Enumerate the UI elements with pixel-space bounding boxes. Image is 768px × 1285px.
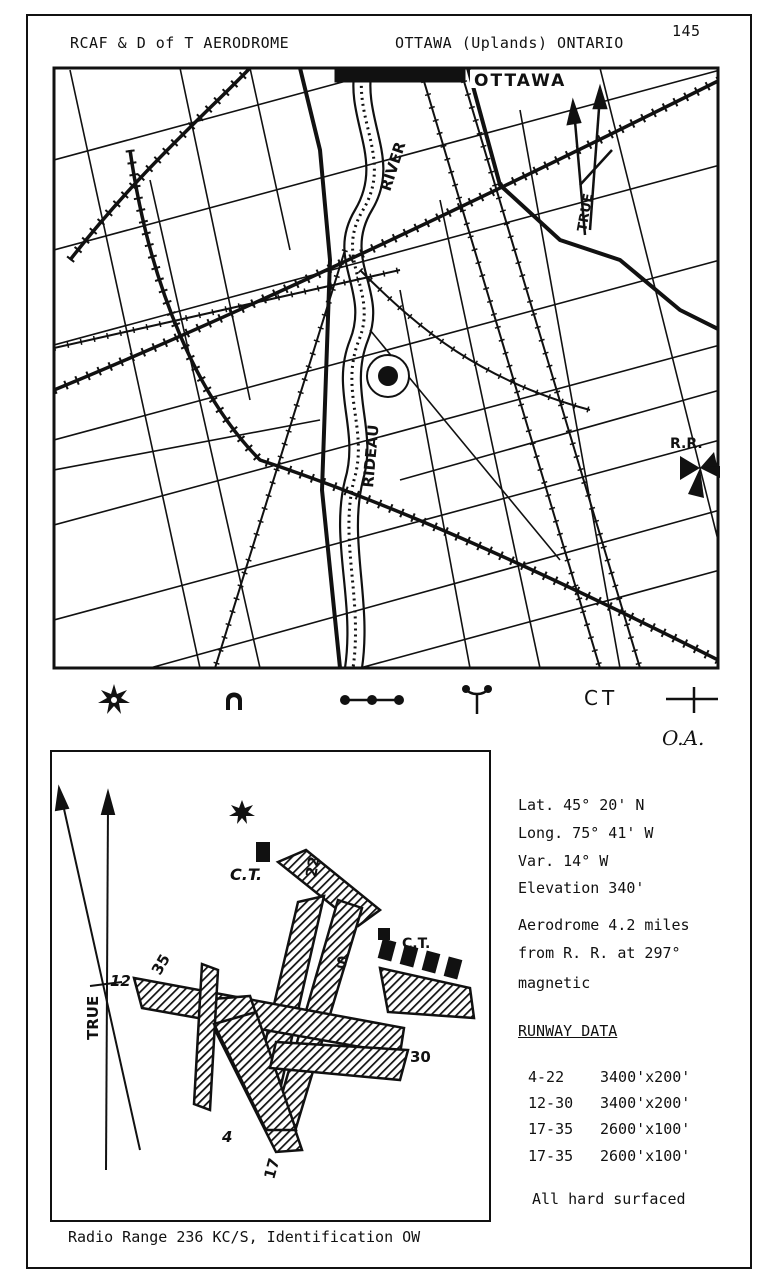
runway-size: 2600'x100' xyxy=(600,1147,691,1165)
city-label-ottawa: OTTAWA xyxy=(474,71,566,91)
runway-22-end[interactable] xyxy=(275,848,383,928)
runway-17-35-b[interactable] xyxy=(192,962,220,1112)
diagram-north-arrows xyxy=(54,784,141,1171)
runway-label-17: 17 xyxy=(260,1156,283,1181)
airfield-diagram-frame xyxy=(50,750,491,1222)
city-label-bg xyxy=(470,70,588,88)
aerodrome-dot xyxy=(378,366,398,386)
hangar-icon xyxy=(219,684,249,716)
latitude: Lat. 45° 20' N xyxy=(518,796,645,814)
radio-range-info: Radio Range 236 KC/S, Identification OW xyxy=(68,1228,421,1246)
control-tower-label-2: C.T. xyxy=(402,936,430,952)
beacon-icon xyxy=(94,684,134,716)
cross-marker-icon xyxy=(664,684,720,716)
longitude: Long. 75° 41' W xyxy=(518,824,654,842)
aerodrome-operator-title: RCAF & D of T AERODROME xyxy=(70,34,290,52)
runway-id: 17-35 xyxy=(528,1147,574,1165)
rideau-label: RIDEAU xyxy=(359,424,382,489)
runways[interactable] xyxy=(132,848,476,1154)
runway-id: 12-30 xyxy=(528,1094,574,1112)
diagram-beacon-icon xyxy=(229,800,255,824)
runway-size: 3400'x200' xyxy=(600,1094,691,1112)
radio-range-symbol xyxy=(680,452,720,498)
north-arrow xyxy=(566,83,613,236)
wind-indicator-icon xyxy=(459,684,495,716)
runway-label-35: 35 xyxy=(148,951,174,978)
runway-size: 2600'x100' xyxy=(600,1120,691,1138)
airfield-diagram[interactable]: TRUE C.T. C.T. S 4 22 12 30 17 35 xyxy=(50,750,491,1222)
station-s-label: S xyxy=(336,953,348,972)
diagram-true-label: TRUE xyxy=(84,996,102,1040)
runway-data-title: RUNWAY DATA xyxy=(518,1022,618,1040)
vicinity-map[interactable]: TRUE R.R. OTTAWA RIVER RIDEAU xyxy=(0,0,768,680)
runway-size: 3400'x200' xyxy=(600,1068,691,1086)
runway-label-22: 22 xyxy=(302,855,323,879)
runway-label-12: 12 xyxy=(110,972,131,990)
aerodrome-location-title: OTTAWA (Uplands) ONTARIO xyxy=(395,34,624,52)
magnetic-variation: Var. 14° W xyxy=(518,852,609,870)
apron[interactable] xyxy=(378,966,476,1020)
surface-note: All hard surfaced xyxy=(532,1190,686,1208)
author-initials: O.A. xyxy=(662,726,705,750)
city-boundary xyxy=(298,68,718,668)
radio-range-label: R.R. xyxy=(670,436,703,452)
true-north-label: TRUE xyxy=(575,192,596,232)
city-built-up-area xyxy=(334,68,466,83)
control-tower-label: CT xyxy=(584,686,619,710)
runway-label-4: 4 xyxy=(221,1128,232,1146)
hangars xyxy=(256,842,463,980)
runway-row: 12-30 3400'x200' xyxy=(528,1094,690,1112)
runway-17-35-crossing[interactable] xyxy=(212,1010,298,1132)
rideau-river xyxy=(339,68,385,668)
page-border xyxy=(26,14,752,1269)
runway-id: 4-22 xyxy=(528,1068,565,1086)
runway-id: 17-35 xyxy=(528,1120,574,1138)
distance-line-2: from R. R. at 297° xyxy=(518,944,681,962)
distance-line-3: magnetic xyxy=(518,974,591,992)
control-tower-label-1: C.T. xyxy=(230,865,262,884)
railways xyxy=(54,68,643,668)
map-legend: CT xyxy=(54,684,724,716)
runway-row: 4-22 3400'x200' xyxy=(528,1068,690,1086)
distance-line-1: Aerodrome 4.2 miles xyxy=(518,916,690,934)
runway-row: 17-35 2600'x100' xyxy=(528,1120,690,1138)
page-number: 145 xyxy=(672,22,701,40)
runway-label-30: 30 xyxy=(410,1048,431,1066)
elevation: Elevation 340' xyxy=(518,879,645,897)
taxiway-30[interactable] xyxy=(268,1040,410,1082)
runway-row: 17-35 2600'x100' xyxy=(528,1147,690,1165)
boundary-lights-icon xyxy=(339,684,405,716)
